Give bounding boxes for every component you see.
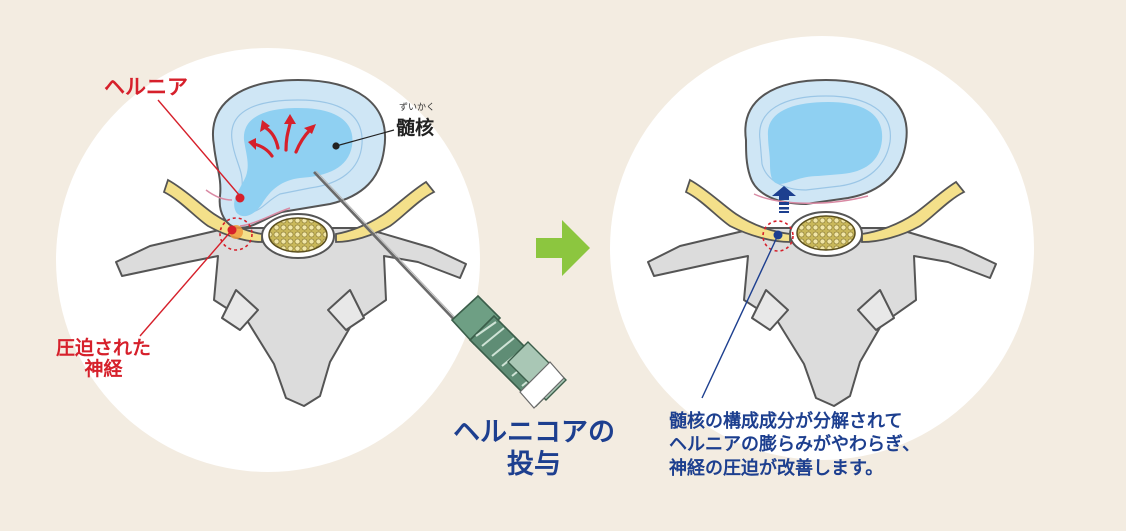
after-nerve-root-left bbox=[684, 178, 791, 243]
nucleus-label: 髄核 bbox=[396, 117, 435, 139]
administration-label-line1: ヘルニコアの bbox=[453, 417, 615, 448]
administration-label: ヘルニコアの 投与 bbox=[453, 417, 615, 482]
compressed-nerve-label-line1: 圧迫された bbox=[56, 337, 152, 359]
after-decompression-marker bbox=[762, 220, 794, 252]
administration-label-line2: 投与 bbox=[507, 449, 561, 481]
after-nucleus bbox=[767, 102, 883, 184]
before-spinal-cord bbox=[268, 217, 328, 253]
before-panel bbox=[56, 48, 567, 472]
injection-needle bbox=[313, 170, 567, 409]
before-compression-marker bbox=[219, 217, 253, 251]
after-panel bbox=[610, 36, 1034, 460]
before-vertebra bbox=[115, 227, 467, 407]
red-outward-arrows-icon bbox=[248, 114, 316, 158]
nucleus-reading-label: ずいかく bbox=[399, 103, 436, 113]
before-nucleus bbox=[234, 108, 353, 217]
result-description-line1: 髄核の構成成分が分解されて bbox=[669, 411, 903, 432]
hernia-label: ヘルニア bbox=[104, 75, 188, 99]
result-description: 髄核の構成成分が分解されて ヘルニアの膨らみがやわらぎ、 神経の圧迫が改善します… bbox=[669, 410, 920, 480]
blue-up-arrow-icon bbox=[772, 186, 796, 213]
result-description-line3: 神経の圧迫が改善します。 bbox=[669, 457, 884, 479]
after-vertebra bbox=[647, 227, 997, 407]
before-disc bbox=[205, 78, 387, 230]
before-nerve-root-right bbox=[335, 180, 436, 243]
after-nerve-root-right bbox=[861, 180, 966, 243]
compressed-nerve-label: 圧迫された 神経 bbox=[56, 337, 152, 381]
result-description-line2: ヘルニアの膨らみがやわらぎ、 bbox=[669, 434, 921, 456]
after-disc bbox=[744, 78, 908, 206]
after-spinal-cord bbox=[796, 215, 856, 251]
compressed-nerve-label-line2: 神経 bbox=[84, 358, 123, 381]
before-nerve-root-left bbox=[162, 178, 263, 243]
arrow-right-icon bbox=[536, 220, 590, 276]
